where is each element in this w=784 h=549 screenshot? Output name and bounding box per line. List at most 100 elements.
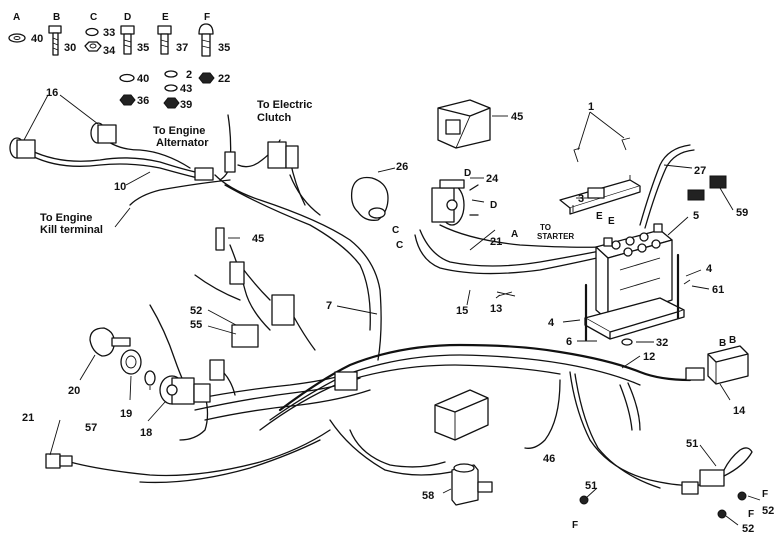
leader-lines [23, 94, 761, 526]
clip-icon [621, 137, 631, 151]
callout-24: 21 [490, 236, 502, 248]
legend-washer-2: 2 [186, 69, 192, 81]
callout-18: 19 [120, 408, 132, 420]
callout-1: 1 [588, 101, 594, 113]
legend-letter-c: C [90, 12, 97, 23]
electric-clutch-connector [267, 141, 299, 169]
callout-55: 52 [190, 305, 202, 317]
callout-13: 13 [490, 303, 502, 315]
callout-5: 5 [693, 210, 699, 222]
hold-down-bracket-3 [559, 175, 641, 215]
callout-16: 18 [140, 427, 152, 439]
callout-52-right: 52 [762, 505, 774, 517]
terminal-boot-26 [350, 176, 389, 221]
callout-56: 55 [190, 319, 202, 331]
legend-washer-39: 39 [180, 99, 192, 111]
relay-14 [685, 345, 749, 385]
washer-icon [119, 73, 135, 83]
callout-4-left: 4 [548, 317, 555, 329]
connector-55-56 [231, 294, 295, 348]
connector-45 [215, 227, 245, 285]
callout-57: 57 [85, 422, 97, 434]
callout-52-left: 51 [585, 480, 597, 492]
legend-washer-22: 22 [218, 73, 230, 85]
control-module [434, 389, 489, 441]
letter-e-2: E [608, 216, 615, 227]
connection-letters: A B B C C D D E E F F F [392, 168, 768, 531]
letter-c-2: C [396, 240, 403, 251]
module-46 [437, 99, 491, 149]
starter-solenoid-20 [431, 179, 479, 226]
callout-46: 45 [511, 111, 523, 123]
connector-icon [334, 371, 358, 391]
callout-7: 7 [326, 300, 332, 312]
letter-b-1: B [719, 338, 726, 349]
ignition-nut-57 [120, 349, 142, 375]
callout-21: 21 [22, 412, 34, 424]
callout-61: 61 [712, 284, 724, 296]
interlock-switch-58 [451, 463, 493, 506]
callout-14: 14 [733, 405, 746, 417]
legend-washer-40: 40 [137, 73, 149, 85]
callouts: 16 10 26 24 45 1 3 27 5 59 4 61 21 15 13… [22, 87, 774, 535]
callout-12: 12 [643, 351, 655, 363]
nut-icon [198, 72, 215, 84]
callout-19: 20 [68, 385, 80, 397]
connector-21 [45, 453, 73, 469]
note-engine-alternator-line2: Alternator [156, 137, 209, 149]
legend-part-33: 33 [103, 27, 115, 39]
callout-26: 26 [396, 161, 408, 173]
note-to-starter-line1: TO [540, 223, 551, 232]
legend-washer-36: 36 [137, 95, 149, 107]
main-harness [29, 114, 701, 489]
terminal-caps-59 [687, 175, 727, 201]
callout-59: 59 [736, 207, 748, 219]
callout-20: 24 [486, 173, 499, 185]
washer-icon [164, 84, 178, 92]
callout-15: 15 [456, 305, 468, 317]
washer-icon [164, 70, 178, 78]
callout-52-bottom: 52 [742, 523, 754, 535]
callout-58: 58 [422, 490, 434, 502]
callout-3: 3 [578, 193, 584, 205]
letter-d-1: D [464, 168, 471, 179]
callout-27: 27 [694, 165, 706, 177]
letter-e-1: E [596, 211, 603, 222]
callout-45: 45 [252, 233, 264, 245]
bolt-icon [48, 25, 62, 56]
letter-b-2: B [729, 335, 736, 346]
letter-d-2: D [490, 200, 497, 211]
bolt-icon [157, 25, 172, 55]
clip-icon [573, 147, 581, 163]
terminal-13 [496, 291, 516, 297]
alternator-connector [224, 151, 236, 173]
legend-part-40: 40 [31, 33, 43, 45]
legend-part-34: 34 [103, 45, 116, 57]
washer-18 [144, 370, 156, 386]
connector-icon [209, 359, 225, 381]
connector-51 [681, 447, 753, 495]
nut-icon [163, 97, 180, 109]
legend-part-d-35: 35 [137, 42, 149, 54]
legend-part-30: 30 [64, 42, 76, 54]
nut-icon [119, 94, 136, 106]
letter-f-2: F [762, 489, 768, 500]
bolt-52-icon [717, 509, 727, 519]
callout-51-left: 46 [543, 453, 555, 465]
connector-plug-11 [9, 122, 117, 159]
battery-tray-6 [584, 297, 685, 340]
hardware-legend: A B C D E F 40 30 33 34 [8, 12, 230, 111]
legend-part-f-35: 35 [218, 42, 230, 54]
letter-f-1: F [572, 520, 578, 531]
connector-10 [194, 167, 214, 181]
note-to-starter-line2: STARTER [537, 232, 574, 241]
legend-letter-b: B [53, 12, 60, 23]
legend-letter-a: A [13, 12, 20, 23]
legend-washer-43: 43 [180, 83, 192, 95]
legend-letter-d: D [124, 12, 131, 23]
bolt-icon [120, 25, 135, 55]
legend-letter-f: F [204, 12, 210, 23]
note-engine-kill-line2: Kill terminal [40, 224, 103, 236]
